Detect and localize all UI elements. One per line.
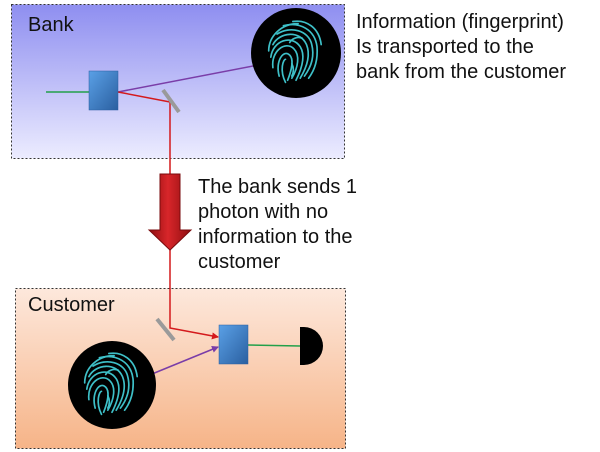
customer-beam-splitter-icon [218, 324, 249, 365]
photon-caption-line: photon with no [198, 201, 329, 223]
photon-caption-line: The bank sends 1 [198, 176, 357, 198]
photon-caption-line: information to the [198, 226, 353, 248]
bank-label: Bank [28, 14, 74, 36]
customer-panel [15, 288, 346, 449]
customer-info-beam [151, 346, 219, 375]
big-down-arrow-icon [147, 173, 193, 251]
information-caption-line: Information (fingerprint) [356, 11, 564, 33]
bank-mirror-icon [161, 88, 181, 114]
photon-caption-line: customer [198, 251, 281, 273]
bank-info-beam [117, 64, 259, 93]
customer-fingerprint-icon [68, 341, 156, 429]
information-caption-line: bank from the customer [356, 61, 567, 83]
bank-fingerprint-icon [251, 8, 341, 98]
information-caption-line: Is transported to the [356, 36, 534, 58]
information-caption: Information (fingerprint) Is transported… [356, 10, 566, 85]
photon-detector-icon [300, 327, 323, 365]
customer-output-beam [247, 344, 301, 347]
photon-caption: The bank sends 1 photon with no informat… [198, 175, 357, 275]
customer-label: Customer [28, 294, 115, 316]
bank-beam-splitter-icon [88, 70, 119, 111]
customer-mirror-icon [155, 317, 176, 342]
